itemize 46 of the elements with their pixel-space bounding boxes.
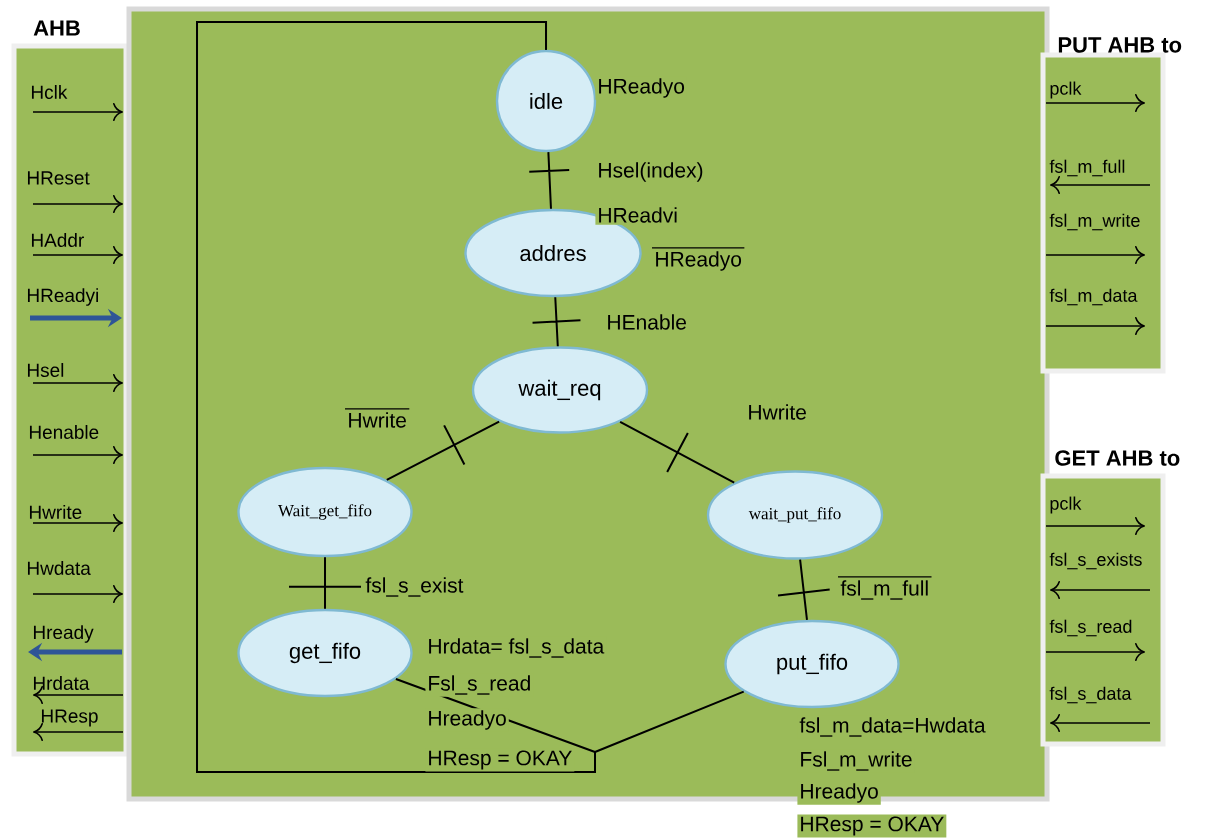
signal-label: fsl_m_write xyxy=(1049,213,1140,231)
signal-label: fsl_s_exists xyxy=(1049,552,1142,570)
state-output-text: Fsl_m_write xyxy=(797,749,915,773)
edge-label: Hwrite xyxy=(344,408,410,428)
state-output-text: Fsl_s_read xyxy=(425,673,534,697)
state-output-text: Hreadyo xyxy=(797,781,881,805)
signal-label: Hwdata xyxy=(28,561,91,575)
state-output-text: HResp = OKAY xyxy=(425,748,575,772)
signal-label: HResp xyxy=(42,709,98,727)
signal-label: fsl_m_data xyxy=(1049,288,1138,306)
edge-label: fsl_m_full xyxy=(837,576,933,600)
state-output-text: HReadvi xyxy=(595,205,680,225)
edge-label: HEnable xyxy=(608,314,686,330)
signal-label: HReset xyxy=(28,171,90,185)
transition-line xyxy=(196,21,745,773)
transition-line xyxy=(288,556,362,610)
signal-label: pclk xyxy=(1050,496,1082,514)
state-output-text: Hrdata= fsl_s_data xyxy=(425,636,607,660)
edge-label: Hwrite xyxy=(749,404,806,420)
edge-label: Hsel(index) xyxy=(599,162,703,182)
signal-label: fsl_s_read xyxy=(1049,619,1132,637)
edge-label: fsl_s_exist xyxy=(365,577,464,597)
panel-heading: PUT AHB to xyxy=(1058,37,1182,53)
panel-heading: GET AHB to xyxy=(1055,450,1180,466)
state-output-text: fsl_m_data=Hwdata xyxy=(797,715,988,739)
signal-label: Henable xyxy=(30,425,99,439)
state-output-text: HResp = OKAY xyxy=(797,814,947,838)
signal-label: Hrdata xyxy=(34,676,90,690)
signal-label: Hsel xyxy=(28,363,64,377)
transition-line xyxy=(777,558,831,621)
signal-label: HReadyi xyxy=(28,288,98,306)
signal-label: fsl_m_full xyxy=(1049,159,1125,177)
signal-label: Hready xyxy=(34,625,94,643)
signal-label: HAddr xyxy=(32,233,84,247)
signal-label: Hwrite xyxy=(30,505,82,519)
state-output-text: HReadyo xyxy=(651,247,745,273)
signal-label: pclk xyxy=(1050,81,1082,99)
transition-line xyxy=(385,420,501,481)
signal-label: fsl_s_data xyxy=(1049,686,1132,704)
state-output-text: Hreadyo xyxy=(425,708,509,732)
transition-line xyxy=(528,151,571,210)
panel-heading: AHB xyxy=(33,20,80,36)
state-output-text: HReadyo xyxy=(595,76,687,100)
transition-line xyxy=(619,420,736,484)
transition-line xyxy=(531,296,582,348)
signal-label: Hclk xyxy=(32,85,68,99)
